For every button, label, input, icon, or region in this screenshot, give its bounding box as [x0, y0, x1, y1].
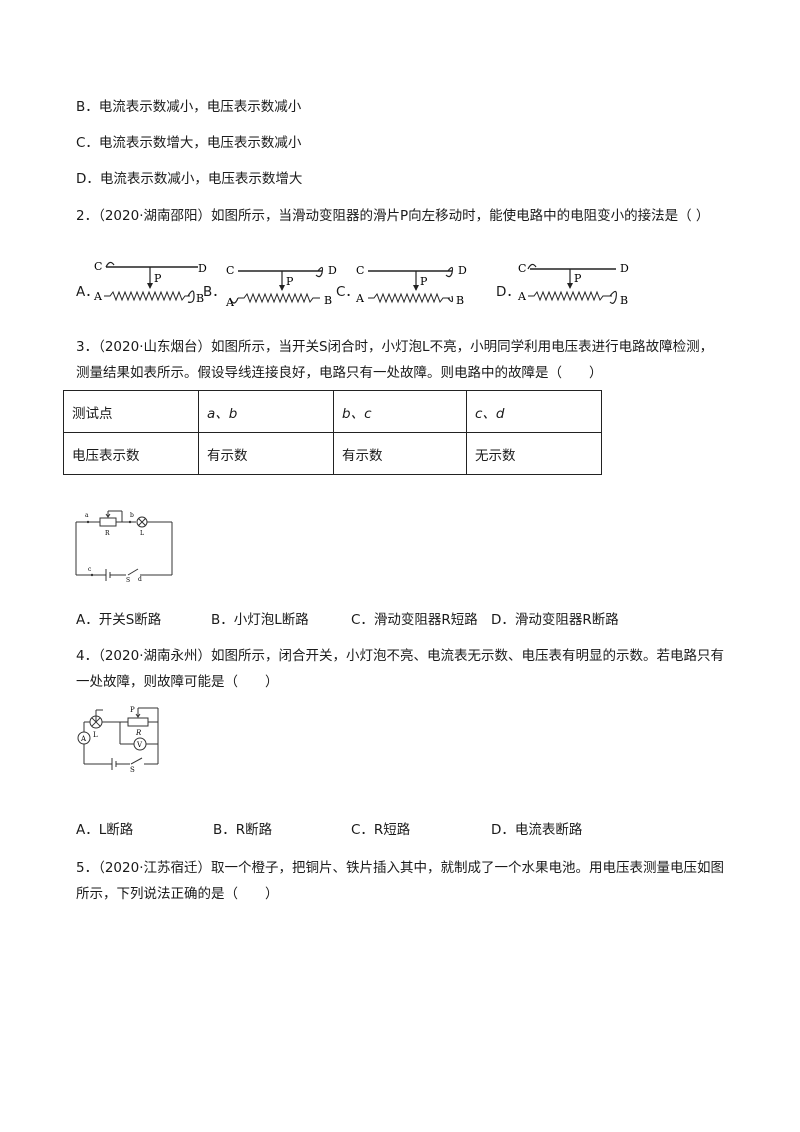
- rheostat-diagram-b: C D P A B: [225, 264, 337, 309]
- table-header-cell: 测试点: [63, 390, 199, 433]
- svg-text:D: D: [198, 262, 207, 275]
- svg-text:A: A: [355, 292, 365, 305]
- svg-text:P: P: [286, 275, 294, 288]
- q4-circuit-diagram: A V L P R S: [77, 706, 159, 772]
- svg-text:b: b: [130, 512, 134, 519]
- svg-text:C: C: [356, 264, 364, 277]
- svg-text:P: P: [154, 272, 162, 285]
- svg-text:d: d: [138, 576, 142, 583]
- table-header-cell: b、c: [333, 390, 467, 433]
- q2-option-d-label: D．: [496, 284, 520, 300]
- svg-text:D: D: [328, 264, 337, 277]
- q4-option-b: B．R断路: [213, 822, 273, 838]
- table-cell: 有示数: [333, 432, 467, 475]
- svg-text:V: V: [136, 741, 143, 749]
- svg-text:a: a: [85, 512, 89, 519]
- q4-option-c: C．R短路: [351, 822, 411, 838]
- svg-text:C: C: [226, 264, 234, 277]
- svg-text:A: A: [225, 296, 235, 309]
- table-row: 测试点 a、b b、c c、d: [63, 390, 602, 433]
- q1-option-b: B．电流表示数减小，电压表示数减小: [76, 99, 302, 115]
- q2-option-b-label: B．: [203, 284, 226, 300]
- q2-option-a-label: A．: [76, 284, 99, 300]
- svg-text:B: B: [196, 292, 204, 305]
- svg-text:A: A: [517, 290, 527, 303]
- table-cell: 无示数: [466, 432, 602, 475]
- svg-text:S: S: [126, 577, 130, 583]
- svg-text:A: A: [93, 290, 103, 303]
- svg-text:D: D: [458, 264, 467, 277]
- svg-text:P: P: [420, 275, 428, 288]
- svg-text:R: R: [135, 729, 142, 737]
- svg-text:L: L: [140, 530, 144, 537]
- rheostat-diagram-a: C D P A B: [93, 260, 207, 305]
- table-header-cell: a、b: [198, 390, 334, 433]
- q4-stem: 4．（2020·湖南永州）如图所示，闭合开关，小灯泡不亮、电流表无示数、电压表有…: [76, 648, 724, 690]
- q2-stem: 2．（2020·湖南邵阳）如图所示，当滑动变阻器的滑片P向左移动时，能使电路中的…: [76, 208, 710, 224]
- svg-text:A: A: [80, 735, 87, 743]
- svg-text:L: L: [93, 731, 98, 739]
- q2-option-c-label: C．: [336, 284, 359, 300]
- svg-text:D: D: [620, 262, 629, 275]
- svg-text:C: C: [518, 262, 526, 275]
- svg-text:B: B: [324, 294, 332, 307]
- q4-option-a: A．L断路: [76, 822, 134, 838]
- svg-text:S: S: [130, 766, 135, 772]
- svg-text:P: P: [574, 272, 582, 285]
- q3-stem: 3．（2020·山东烟台）如图所示，当开关S闭合时，小灯泡L不亮，小明同学利用电…: [76, 339, 714, 381]
- q3-option-a: A．开关S断路: [76, 612, 162, 628]
- svg-text:B: B: [456, 294, 464, 307]
- q4-option-d: D．电流表断路: [491, 822, 583, 838]
- q3-option-d: D．滑动变阻器R断路: [491, 612, 619, 628]
- q1-option-d: D．电流表示数减小，电压表示数增大: [76, 171, 303, 187]
- rheostat-diagram-d: C D P A B: [517, 262, 629, 307]
- table-row-label: 电压表示数: [63, 432, 199, 475]
- svg-text:R: R: [105, 530, 110, 537]
- q3-circuit-diagram: a b c d R L S: [75, 510, 173, 583]
- table-header-cell: c、d: [466, 390, 602, 433]
- table-cell: 有示数: [198, 432, 334, 475]
- q5-stem: 5．（2020·江苏宿迁）取一个橙子，把铜片、铁片插入其中，就制成了一个水果电池…: [76, 860, 724, 902]
- svg-text:c: c: [88, 566, 92, 573]
- svg-text:C: C: [94, 260, 102, 273]
- q3-option-c: C．滑动变阻器R短路: [351, 612, 478, 628]
- q3-option-b: B．小灯泡L断路: [211, 612, 309, 628]
- rheostat-diagram-c: C D P A B: [355, 264, 467, 307]
- q1-option-c: C．电流表示数增大，电压表示数减小: [76, 135, 302, 151]
- svg-text:P: P: [130, 706, 135, 714]
- q3-measurement-table: 测试点 a、b b、c c、d 电压表示数 有示数 有示数 无示数: [63, 390, 602, 475]
- table-row: 电压表示数 有示数 有示数 无示数: [63, 432, 602, 475]
- svg-text:B: B: [620, 294, 628, 307]
